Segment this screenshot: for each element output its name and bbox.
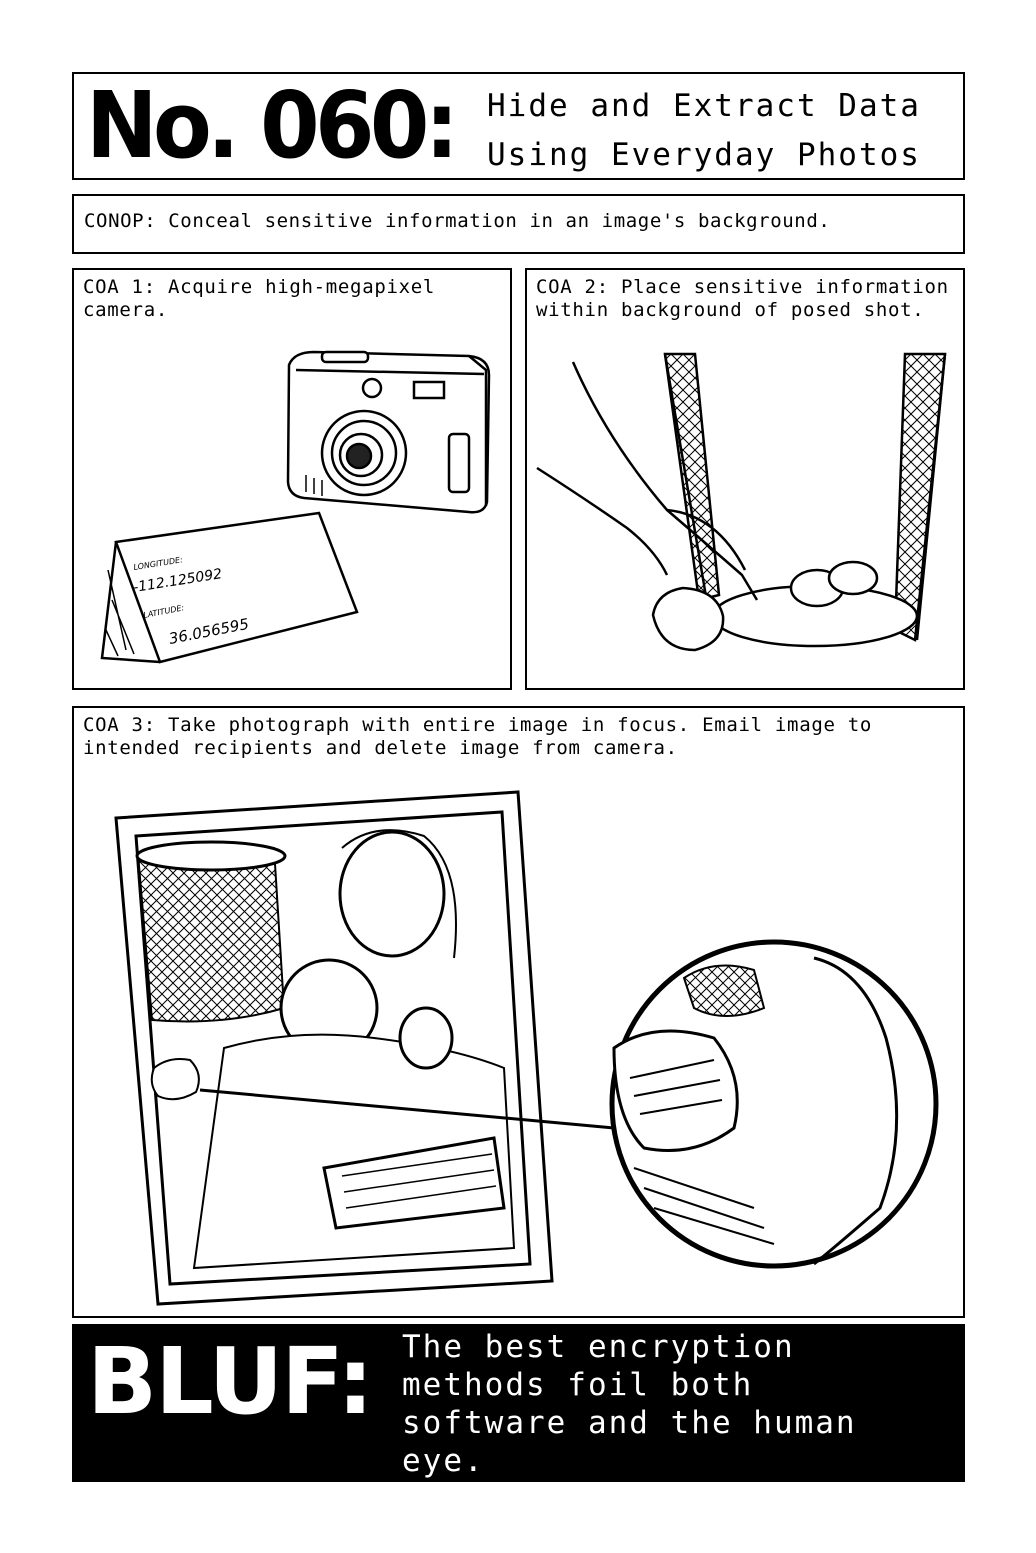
- tip-number: No. 060:: [86, 72, 459, 179]
- coa2-panel: COA 2: Place sensitive information withi…: [525, 268, 965, 690]
- coa2-caption: COA 2: Place sensitive information withi…: [536, 276, 949, 321]
- tip-title-line2: Using Everyday Photos: [487, 137, 921, 173]
- bluf-label: BLUF:: [87, 1328, 374, 1435]
- coa1-caption: COA 1: Acquire high-megapixel camera.: [83, 276, 436, 321]
- coa3-panel: COA 3: Take photograph with entire image…: [72, 706, 965, 1318]
- coordinates-card: [100, 511, 359, 664]
- bluf-text: The best encryption methods foil both so…: [402, 1329, 857, 1479]
- wastebasket-icon: [663, 352, 947, 648]
- title-box: No. 060: Hide and Extract Data Using Eve…: [72, 72, 965, 180]
- conop-box: CONOP: Conceal sensitive information in …: [72, 194, 965, 254]
- crumpled-note: [651, 586, 725, 652]
- coa3-caption: COA 3: Take photograph with entire image…: [83, 714, 873, 759]
- coa1-panel: COA 1: Acquire high-megapixel camera. LO…: [72, 268, 512, 690]
- zoom-pointer-line: [199, 1088, 615, 1130]
- photograph-illustration: [114, 790, 939, 1306]
- conop-text: CONOP: Conceal sensitive information in …: [84, 210, 831, 232]
- magnifier-inset: [609, 939, 939, 1269]
- wastebasket-illustration: [536, 352, 947, 652]
- camera-illustration: LONGITUDE: -112.125092 LATITUDE: 36.0565…: [100, 350, 491, 664]
- bluf-box: BLUF: The best encryption methods foil b…: [72, 1324, 965, 1482]
- photo-hidden-note: [150, 1058, 200, 1101]
- photo-print: [114, 790, 554, 1306]
- tip-title: Hide and Extract Data Using Everyday Pho…: [487, 82, 921, 180]
- tip-title-line1: Hide and Extract Data: [487, 88, 921, 124]
- camera-icon: [286, 350, 491, 514]
- hand-icon: [536, 361, 759, 601]
